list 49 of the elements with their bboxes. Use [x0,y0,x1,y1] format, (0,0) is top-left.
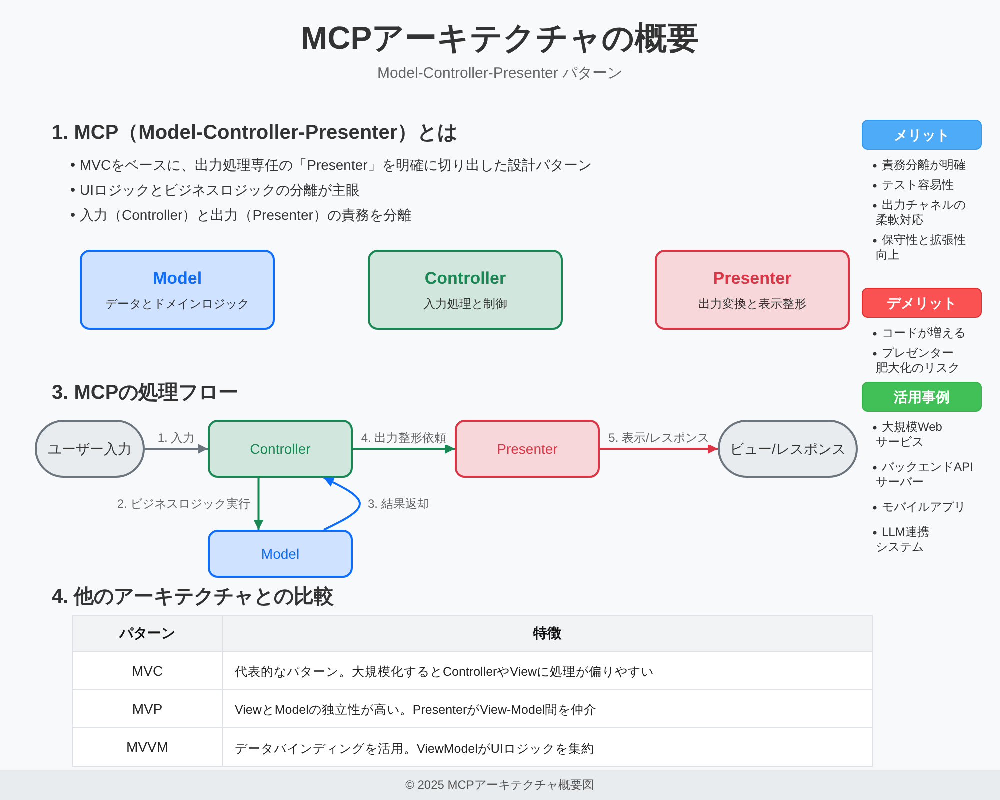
process-box [208,530,353,578]
arrow [254,478,264,530]
category-heading: メリット [894,126,950,144]
edge-label: 3. 結果返却 [366,497,432,511]
arrow [145,444,208,454]
table-cell: MVVM [73,728,223,766]
section-heading: 1. MCP（Model-Controller-Presenter）とは [52,121,458,145]
card-description: データとドメインロジック [106,296,250,312]
component-card [368,250,563,330]
node-label: ビュー/レスポンス [730,440,846,458]
category-badge [862,382,982,412]
process-box [208,420,353,478]
category-badge [862,288,982,318]
edge-label: 5. 表示/レスポンス [606,431,712,445]
card-description: 出力変換と表示整形 [698,296,806,312]
table-cell-text: データバインディングを活用。ViewModelがUIロジックを集約 [234,740,596,758]
subtitle: Model-Controller-Presenter パターン [377,65,623,83]
section-heading: 3. MCPの処理フロー [52,381,239,405]
table-header-cell: 特徴 [223,616,872,652]
section-heading: 4. 他のアーキテクチャとの比較 [52,585,334,609]
component-card [655,250,850,330]
component-card [80,250,275,330]
card-title: Controller [424,268,506,288]
category-heading: デメリット [887,294,957,312]
node-label: Presenter [497,440,558,458]
card-title: Presenter [713,268,792,288]
node-label: Controller [250,440,311,458]
bullet-item: UIロジックとビジネスロジックの分離が主眼 [70,181,360,199]
page-title: MCPアーキテクチャの概要 [300,19,700,58]
arrow [600,444,718,454]
category-badge [862,120,982,150]
table-cell: ViewとModelの独立性が高い。PresenterがView-Model間を仲介 [223,690,872,728]
table-cell: MVP [73,690,223,728]
edge-label: 4. 出力整形依頼 [359,431,449,445]
footer-text: © 2025 MCPアーキテクチャ概要図 [406,778,594,792]
edge-label: 2. ビジネスロジック実行 [115,497,253,511]
card-title: Model [152,268,202,288]
node-label: Model [261,546,300,562]
arrow [353,444,455,454]
table-header-cell: パターン [73,616,223,652]
node-label: ユーザー入力 [48,440,132,458]
category-heading: 活用事例 [894,388,950,406]
process-box [455,420,600,478]
arrow [324,477,361,531]
bullet-item: MVCをベースに、出力処理専任の「Presenter」を明確に切り出した設計パターン [70,156,592,174]
table-cell: MVC [73,652,223,690]
table-cell: 代表的なパターン。大規模化するとControllerやViewに処理が偏りやすい [223,652,872,690]
bullet-item: 入力（Controller）と出力（Presenter）の責務を分離 [70,206,412,224]
card-description: 入力処理と制御 [424,296,508,312]
